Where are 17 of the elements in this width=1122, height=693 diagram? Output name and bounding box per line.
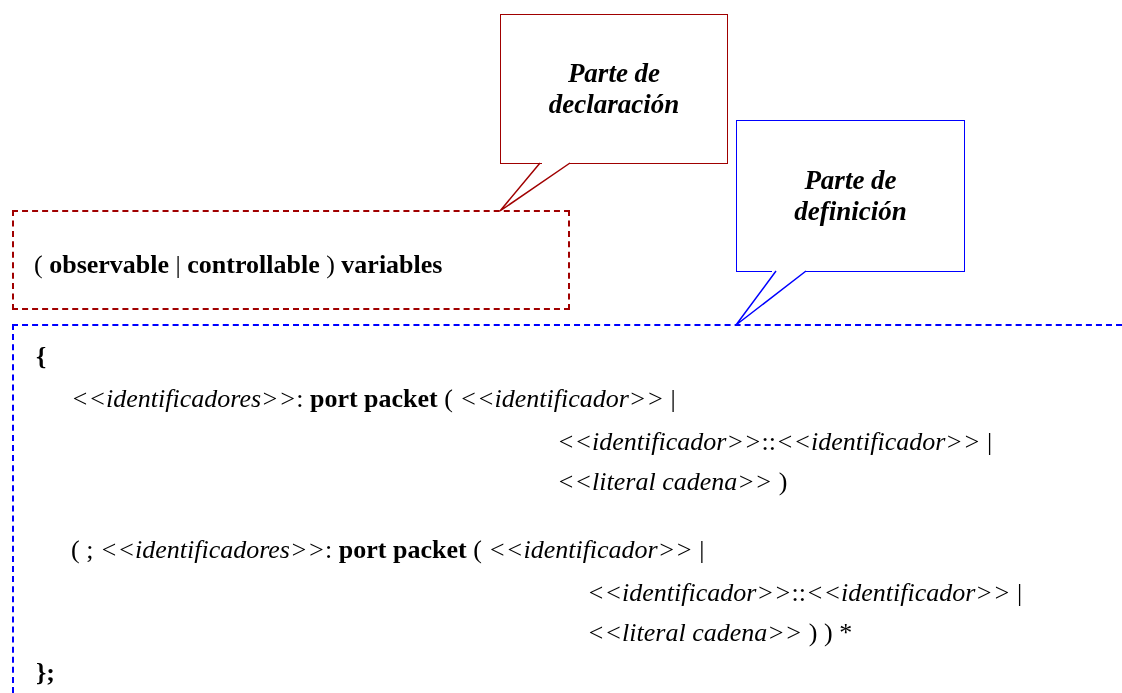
callout-pointer [499, 162, 571, 212]
syntax-line: { [36, 342, 47, 372]
declaration-syntax: ( observable | controllable ) variables [34, 250, 443, 280]
syntax-line: }; [36, 658, 55, 688]
callout-text: Parte de definición [793, 165, 908, 227]
callout-box [500, 14, 728, 164]
declaration-box [12, 210, 570, 310]
syntax-line: <<identificador>>::<<identificador>> | [587, 578, 1023, 608]
callout-box [736, 120, 965, 272]
syntax-line: <<literal cadena>> ) ) * [587, 618, 853, 648]
callout-text: Parte de declaración [547, 58, 681, 120]
syntax-line: <<identificador>>::<<identificador>> | [557, 427, 993, 457]
callout-pointer [735, 270, 807, 326]
definition-box [12, 324, 1122, 693]
syntax-line: <<literal cadena>> ) [557, 467, 788, 497]
syntax-line: <<identificadores>>: port packet ( <<identificador>> | [71, 384, 676, 414]
syntax-line: ( ; <<identificadores>>: port packet ( <<identificador>> | [71, 535, 705, 565]
